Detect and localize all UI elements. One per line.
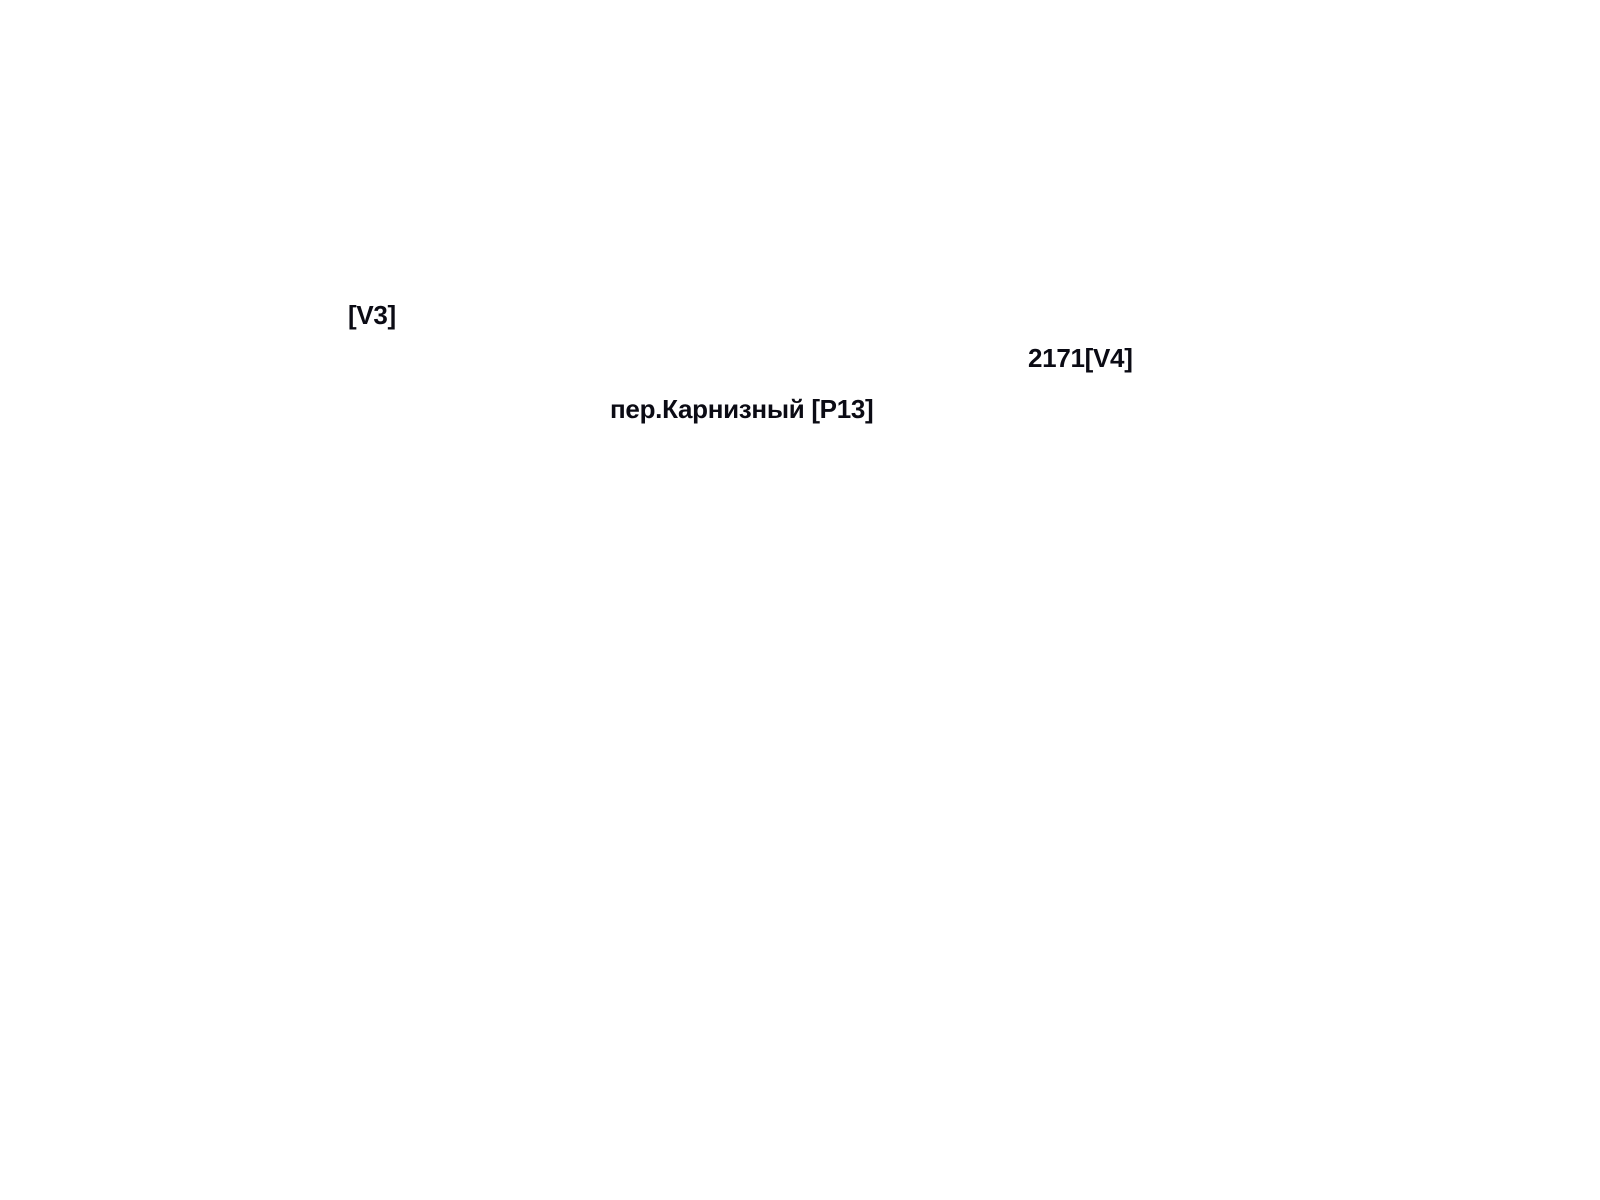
map-label-v3: [V3] — [348, 300, 396, 330]
map-label-v4: 2171[V4] — [1028, 343, 1133, 373]
map-label-street-p13: пер.Карнизный [P13] — [610, 394, 874, 424]
